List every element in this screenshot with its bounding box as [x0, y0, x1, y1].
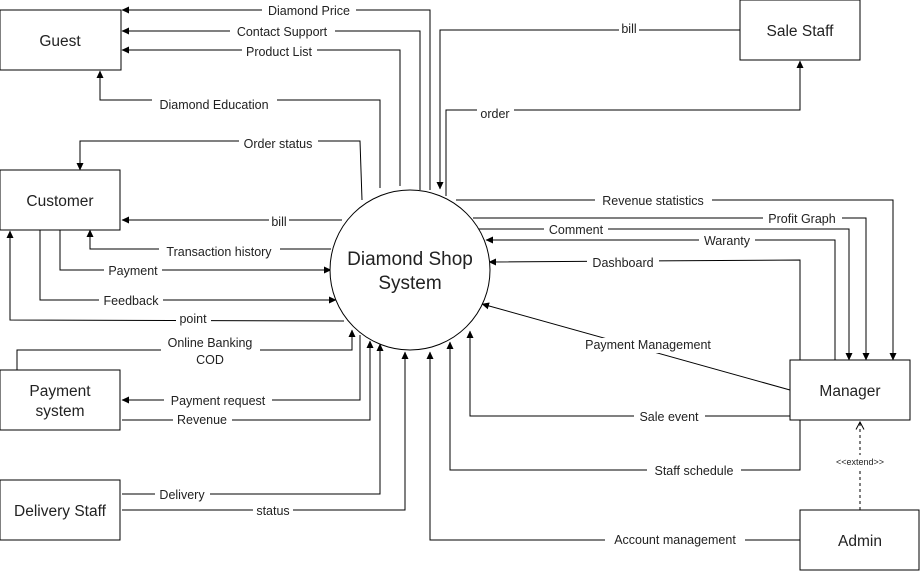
svg-text:Sale event: Sale event: [639, 410, 699, 424]
label-sale-bill: bill: [619, 22, 639, 38]
svg-text:Waranty: Waranty: [704, 234, 751, 248]
entity-customer[interactable]: Customer: [0, 169, 121, 231]
entity-guest-label: Guest: [39, 33, 81, 50]
entity-manager-label: Manager: [819, 383, 880, 400]
svg-text:<<extend>>: <<extend>>: [836, 457, 884, 467]
process-title-line-1: Diamond Shop: [347, 249, 473, 270]
label-point: point: [176, 312, 211, 327]
edge-point: [6, 230, 345, 322]
edge-order: [445, 60, 804, 196]
svg-text:point: point: [179, 312, 207, 326]
svg-text:Feedback: Feedback: [104, 294, 160, 308]
entity-sale-staff[interactable]: Sale Staff: [739, 0, 861, 61]
edge-sale-bill: [436, 29, 740, 190]
edge-delivery: [122, 343, 384, 495]
label-sale-event: Sale event: [634, 410, 705, 425]
edge-product-list: [121, 46, 401, 186]
label-account-management: Account management: [605, 533, 745, 548]
label-order: order: [477, 107, 514, 122]
label-revenue-statistics: Revenue statistics: [595, 193, 712, 208]
edge-payment: [59, 230, 332, 274]
svg-text:bill: bill: [621, 22, 636, 36]
svg-text:Order status: Order status: [244, 137, 313, 151]
svg-text:bill: bill: [271, 215, 286, 229]
edge-waranty: [485, 236, 836, 360]
edge-status: [122, 351, 409, 511]
label-delivery: Delivery: [155, 488, 210, 503]
entity-payment-system-label-2: system: [35, 403, 84, 420]
label-comment: Comment: [544, 222, 608, 237]
svg-text:Revenue statistics: Revenue statistics: [602, 194, 703, 208]
edge-diamond-education: [96, 70, 381, 188]
svg-text:Online Banking: Online Banking: [168, 336, 253, 350]
svg-text:Account management: Account management: [614, 533, 736, 547]
label-order-status: Order status: [239, 136, 318, 151]
process-diamond-shop-system[interactable]: Diamond Shop System: [329, 189, 491, 351]
svg-text:COD: COD: [196, 353, 224, 367]
svg-text:Dashboard: Dashboard: [592, 256, 653, 270]
label-online-banking: Online Banking COD: [161, 336, 260, 367]
edge-account-management: [426, 351, 800, 541]
entity-admin-label: Admin: [838, 533, 882, 550]
entity-guest[interactable]: Guest: [0, 9, 122, 71]
label-payment: Payment: [104, 264, 162, 279]
flow-labels: Diamond Price Contact Support Product Li…: [99, 3, 890, 548]
label-transaction-history: Transaction history: [159, 244, 280, 259]
edge-feedback: [39, 230, 337, 304]
entity-customer-label: Customer: [26, 193, 93, 210]
entity-delivery-staff-label: Delivery Staff: [14, 503, 107, 520]
label-diamond-price: Diamond Price: [262, 3, 356, 18]
svg-text:Delivery: Delivery: [159, 488, 205, 502]
svg-text:Transaction history: Transaction history: [166, 245, 272, 259]
label-payment-request: Payment request: [164, 394, 272, 409]
entity-payment-system-label-1: Payment: [29, 383, 91, 400]
label-waranty: Waranty: [699, 234, 755, 249]
svg-text:order: order: [480, 107, 509, 121]
svg-text:Staff schedule: Staff schedule: [655, 464, 734, 478]
svg-text:Payment Management: Payment Management: [585, 338, 711, 352]
entity-admin[interactable]: Admin: [799, 509, 920, 571]
label-product-list: Product List: [242, 44, 317, 59]
label-status: status: [253, 504, 293, 519]
svg-text:Comment: Comment: [549, 223, 604, 237]
edge-staff-schedule: [446, 341, 801, 471]
edge-profit-graph: [473, 217, 870, 361]
entity-delivery-staff[interactable]: Delivery Staff: [0, 479, 121, 541]
process-title-line-2: System: [378, 273, 441, 294]
label-customer-bill: bill: [269, 214, 289, 229]
edge-diamond-price: [121, 6, 431, 190]
svg-text:status: status: [256, 504, 289, 518]
svg-text:Payment request: Payment request: [171, 394, 266, 408]
edge-contact-support: [121, 27, 421, 190]
label-payment-management: Payment Management: [576, 338, 721, 353]
svg-text:Profit Graph: Profit Graph: [768, 212, 835, 226]
entity-sale-staff-label: Sale Staff: [767, 23, 835, 40]
svg-text:Contact Support: Contact Support: [237, 25, 328, 39]
entity-manager[interactable]: Manager: [789, 359, 911, 421]
svg-text:Payment: Payment: [108, 264, 158, 278]
label-diamond-education: Diamond Education: [152, 97, 277, 112]
label-revenue: Revenue: [173, 413, 232, 428]
label-profit-graph: Profit Graph: [763, 211, 842, 226]
svg-text:Revenue: Revenue: [177, 413, 227, 427]
svg-text:Diamond Education: Diamond Education: [159, 98, 268, 112]
label-extend: <<extend>>: [830, 455, 890, 468]
entity-payment-system[interactable]: Payment system: [0, 369, 121, 431]
svg-text:Product List: Product List: [246, 45, 313, 59]
edge-order-status: [76, 140, 363, 201]
label-feedback: Feedback: [99, 294, 163, 309]
label-dashboard: Dashboard: [587, 256, 659, 271]
svg-text:Diamond Price: Diamond Price: [268, 4, 350, 18]
label-contact-support: Contact Support: [230, 24, 335, 39]
label-staff-schedule: Staff schedule: [647, 464, 741, 479]
